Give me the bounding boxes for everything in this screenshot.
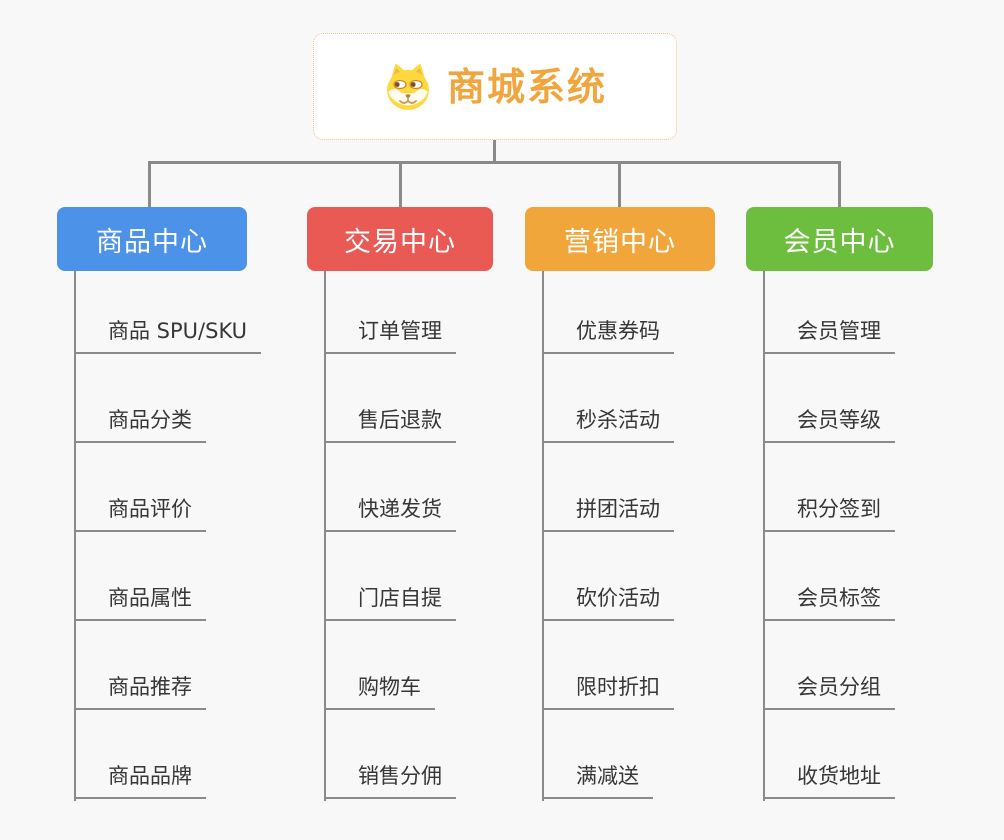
branch-node-marketing-center[interactable]: 营销中心 bbox=[525, 207, 715, 271]
leaf-node[interactable]: 限时折扣 bbox=[542, 673, 674, 710]
leaf-node[interactable]: 满减送 bbox=[542, 762, 653, 799]
leaf-node[interactable]: 商品 SPU/SKU bbox=[74, 317, 262, 354]
branch-node-member-center[interactable]: 会员中心 bbox=[746, 207, 933, 271]
leaf-node[interactable]: 购物车 bbox=[324, 673, 435, 710]
connector-drop-trade bbox=[399, 163, 402, 208]
leaf-node[interactable]: 订单管理 bbox=[324, 317, 456, 354]
leaf-node[interactable]: 收货地址 bbox=[763, 762, 895, 799]
shiba-dog-icon bbox=[386, 63, 429, 110]
leaf-node[interactable]: 会员标签 bbox=[763, 584, 895, 621]
leaf-node[interactable]: 销售分佣 bbox=[324, 762, 456, 799]
leaf-node[interactable]: 商品推荐 bbox=[74, 673, 206, 710]
leaf-node[interactable]: 优惠券码 bbox=[542, 317, 674, 354]
leaf-node[interactable]: 会员分组 bbox=[763, 673, 895, 710]
connector-drop-member bbox=[838, 163, 841, 208]
leaf-node[interactable]: 秒杀活动 bbox=[542, 406, 674, 443]
leaf-node[interactable]: 商品属性 bbox=[74, 584, 206, 621]
leaf-node[interactable]: 售后退款 bbox=[324, 406, 456, 443]
connector-root-stem bbox=[493, 140, 496, 163]
leaf-node[interactable]: 拼团活动 bbox=[542, 495, 674, 532]
leaf-node[interactable]: 商品分类 bbox=[74, 406, 206, 443]
leaf-node[interactable]: 砍价活动 bbox=[542, 584, 674, 621]
connector-spine-member bbox=[763, 271, 765, 801]
leaf-node[interactable]: 会员管理 bbox=[763, 317, 895, 354]
connector-horizontal-rail bbox=[148, 161, 841, 164]
connector-spine-product bbox=[74, 271, 76, 801]
leaf-node[interactable]: 积分签到 bbox=[763, 495, 895, 532]
leaf-node[interactable]: 商品评价 bbox=[74, 495, 206, 532]
leaf-node[interactable]: 门店自提 bbox=[324, 584, 456, 621]
connector-drop-product bbox=[148, 163, 151, 208]
root-title: 商城系统 bbox=[446, 64, 607, 109]
branch-node-trade-center[interactable]: 交易中心 bbox=[307, 207, 493, 271]
leaf-node[interactable]: 会员等级 bbox=[763, 406, 895, 443]
root-node[interactable]: 商城系统 bbox=[313, 33, 677, 140]
connector-spine-marketing bbox=[542, 271, 544, 801]
branch-node-product-center[interactable]: 商品中心 bbox=[57, 207, 247, 271]
connector-drop-marketing bbox=[618, 163, 621, 208]
connector-spine-trade bbox=[324, 271, 326, 801]
leaf-node[interactable]: 快递发货 bbox=[324, 495, 456, 532]
leaf-node[interactable]: 商品品牌 bbox=[74, 762, 206, 799]
